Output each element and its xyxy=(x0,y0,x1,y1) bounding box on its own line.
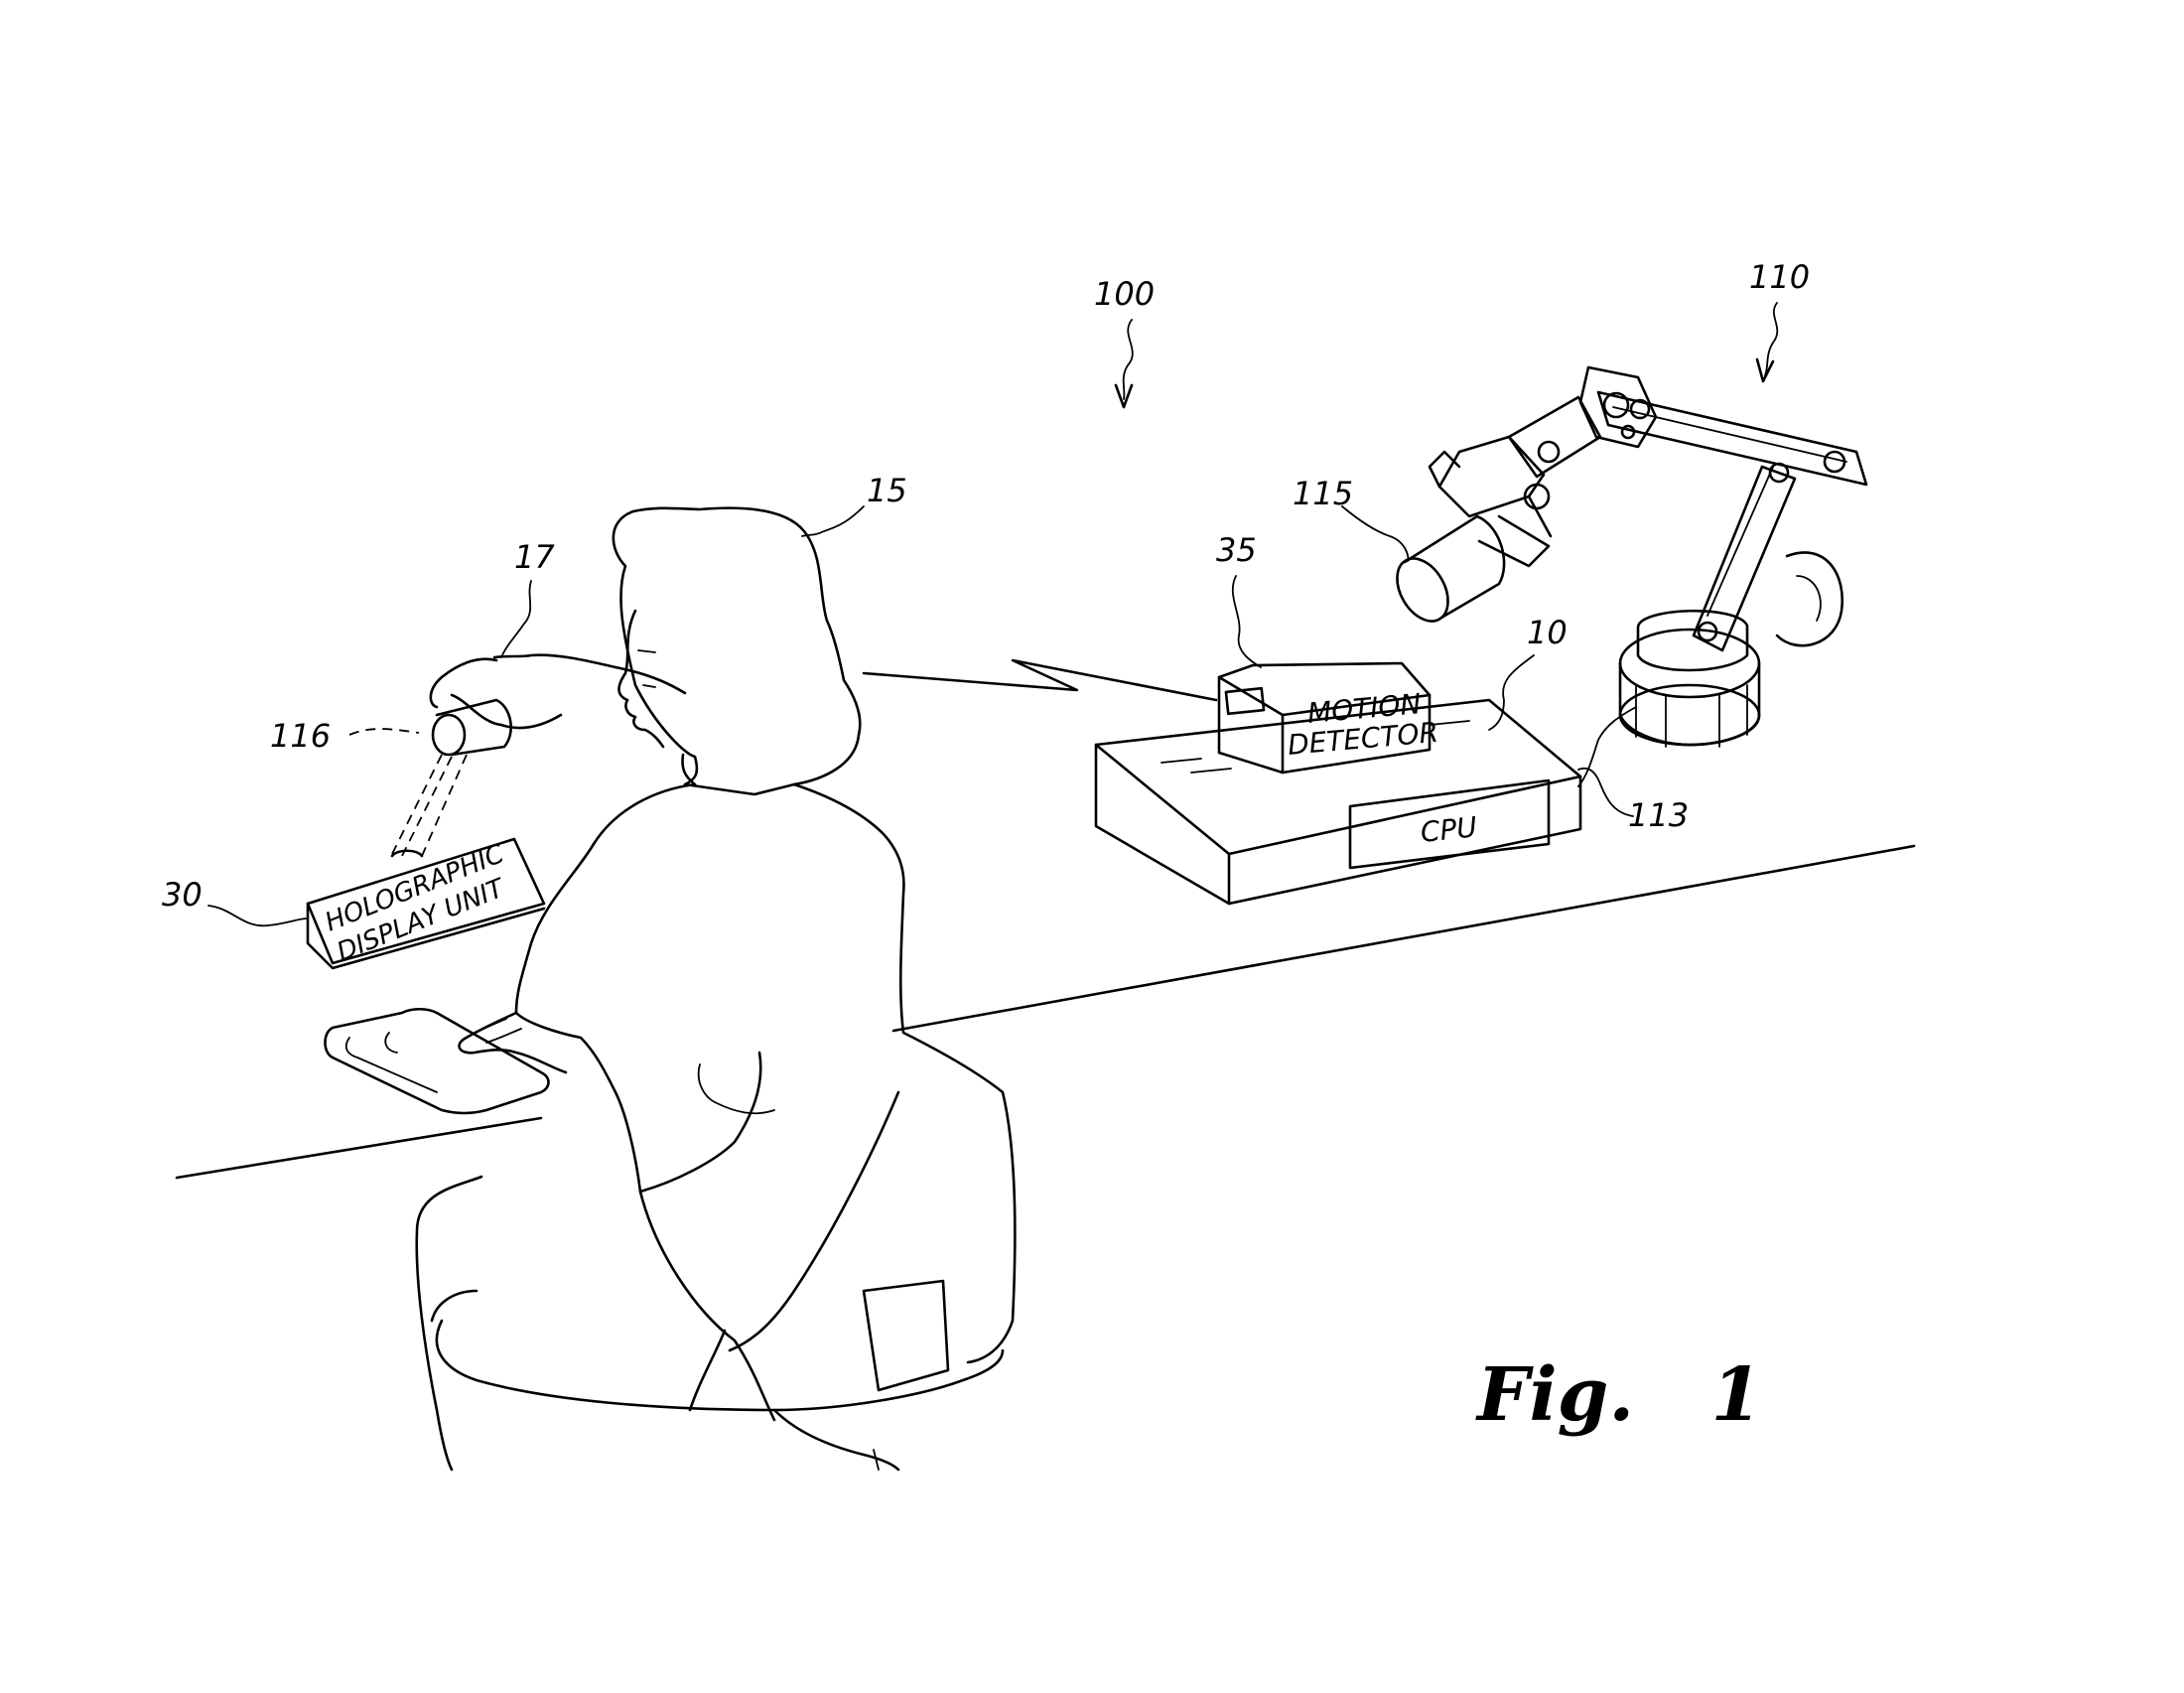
chair xyxy=(415,1175,1005,1472)
ref-10-group: 10 xyxy=(1488,614,1568,731)
ref-35-label: 35 xyxy=(1216,531,1257,569)
ref-110-group: 110 xyxy=(1749,258,1810,383)
held-object xyxy=(391,698,512,857)
cpu-label: CPU xyxy=(1419,810,1478,849)
ref-116-group: 116 xyxy=(270,717,420,755)
ref-115-group: 115 xyxy=(1293,475,1410,562)
wireless-link-icon xyxy=(862,658,1218,702)
ref-30-group: 30 xyxy=(162,876,309,927)
desk-edge xyxy=(175,844,1916,1180)
holographic-display-unit: HOLOGRAPHIC DISPLAY UNIT xyxy=(306,837,546,970)
keyboard xyxy=(324,1007,550,1115)
ref-30-label: 30 xyxy=(162,876,203,914)
ref-115-label: 115 xyxy=(1293,475,1353,512)
robot-object xyxy=(1396,514,1506,623)
figure-caption: Fig. 1 xyxy=(1475,1352,1762,1438)
cpu-unit: CPU xyxy=(1094,698,1582,906)
ref-15-label: 15 xyxy=(867,472,907,509)
cable xyxy=(1577,706,1637,787)
robot-arm xyxy=(1428,365,1868,748)
user-figure xyxy=(514,506,1017,1422)
user-arms xyxy=(429,653,687,1074)
ref-35-group: 35 xyxy=(1216,531,1262,668)
ref-113-group: 113 xyxy=(1577,767,1689,834)
ref-100-group: 100 xyxy=(1094,275,1155,409)
ref-113-label: 113 xyxy=(1628,796,1689,834)
ref-17-label: 17 xyxy=(514,538,555,576)
ref-110-label: 110 xyxy=(1749,258,1810,296)
ref-116-label: 116 xyxy=(270,717,331,755)
ref-17-group: 17 xyxy=(500,538,555,658)
ref-15-group: 15 xyxy=(801,472,907,537)
ref-100-label: 100 xyxy=(1094,275,1155,313)
motion-detector: MOTION DETECTOR xyxy=(1217,661,1439,775)
ref-10-label: 10 xyxy=(1527,614,1568,651)
